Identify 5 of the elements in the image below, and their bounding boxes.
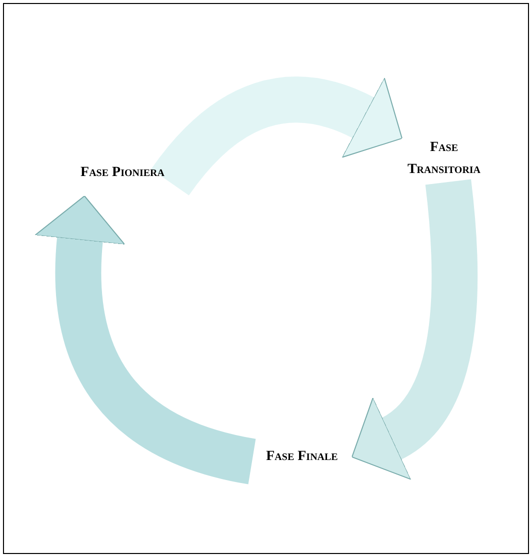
phase-label: Fase Finale	[266, 448, 338, 466]
phase-label: Fase Transitoria	[406, 139, 482, 179]
curved-arrow	[353, 180, 478, 478]
curved-arrow	[152, 76, 404, 196]
phase-label: Fase Pioniera	[80, 164, 164, 182]
